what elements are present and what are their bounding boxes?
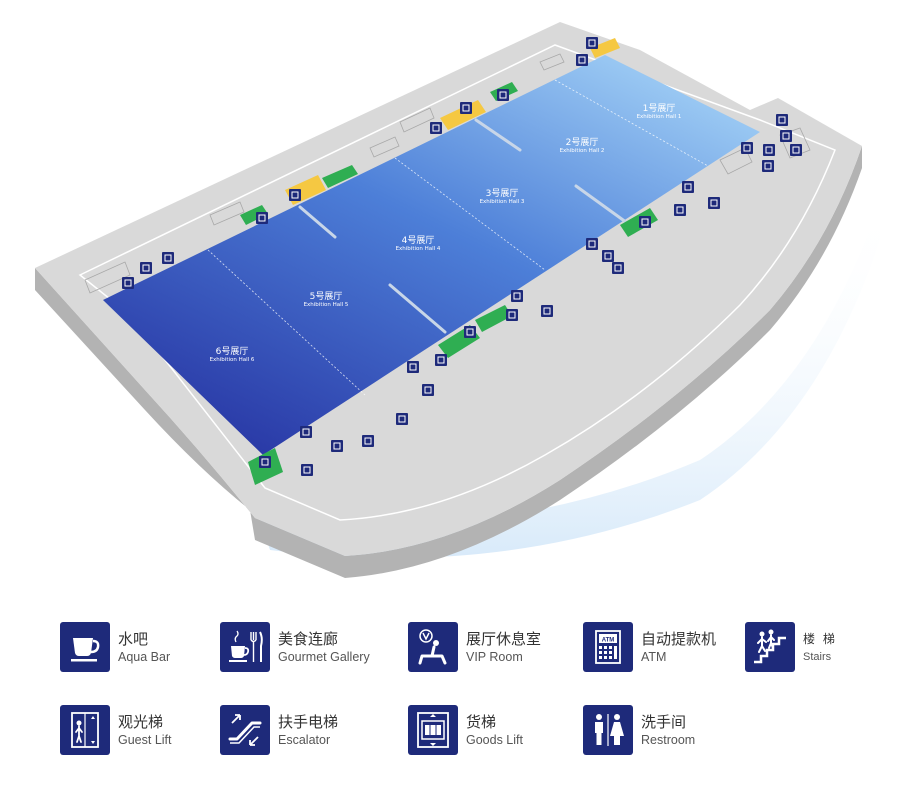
svg-text:Exhibition Hall 3: Exhibition Hall 3 — [480, 199, 525, 205]
guest-lift-icon — [60, 705, 110, 755]
map-icon-goods-lift — [611, 261, 625, 275]
svg-text:3号展厅: 3号展厅 — [486, 188, 519, 199]
legend-item-atm: ATM 自动提款机 ATM — [583, 622, 716, 672]
map-icon-guest-lift — [121, 276, 135, 290]
map-icon-goods-lift — [707, 196, 721, 210]
legend-item-goods-lift: 货梯 Goods Lift — [408, 705, 523, 755]
legend-item-escalator: 扶手电梯 Escalator — [220, 705, 338, 755]
atm-icon: ATM — [583, 622, 633, 672]
svg-text:4号展厅: 4号展厅 — [402, 235, 435, 246]
map-icon-vip — [601, 249, 615, 263]
hall-dividers — [207, 79, 709, 396]
restroom-icon — [583, 705, 633, 755]
map-icon-escalator — [299, 425, 313, 439]
stairs-icon — [745, 622, 795, 672]
svg-text:5号展厅: 5号展厅 — [310, 291, 343, 302]
map-icon-vip — [779, 129, 793, 143]
legend-cn-label: 美食连廊 — [278, 629, 339, 648]
map-icon-restroom — [258, 455, 272, 469]
map-icon-guest-lift — [761, 159, 775, 173]
legend-cn-label: 自动提款机 — [641, 629, 717, 648]
map-icon-restroom — [496, 88, 510, 102]
map-icon-restroom — [255, 211, 269, 225]
cup-icon — [60, 622, 110, 672]
map-icon-guest-lift — [429, 121, 443, 135]
svg-text:2号展厅: 2号展厅 — [566, 137, 599, 148]
map-icon-gourmet — [288, 188, 302, 202]
svg-text:Exhibition Hall 6: Exhibition Hall 6 — [210, 357, 255, 363]
map-icon-vip — [434, 353, 448, 367]
svg-text:ATM: ATM — [602, 638, 615, 644]
map-icon-guest-lift — [330, 439, 344, 453]
map-icon-goods-lift — [775, 113, 789, 127]
exhibition-halls — [103, 55, 760, 455]
legend-item-restroom: 洗手间 Restroom — [583, 705, 695, 755]
map-icon-goods-lift — [361, 434, 375, 448]
legend-cn-label: 扶手电梯 — [278, 712, 339, 731]
hall-label-6: 6号展厅 Exhibition Hall 6 — [210, 346, 255, 363]
legend-en-label: Goods Lift — [466, 732, 523, 747]
svg-text:Exhibition Hall 1: Exhibition Hall 1 — [637, 114, 682, 120]
legend-cn-label: 货梯 — [466, 712, 497, 731]
legend-en-label: VIP Room — [466, 649, 523, 664]
hall-label-1: 1号展厅 Exhibition Hall 1 — [637, 103, 682, 120]
legend-cn-label: 观光梯 — [118, 712, 164, 731]
map-legend: 水吧 Aqua Bar 美食连廊 Gourmet Gallery — [0, 610, 900, 808]
hall-label-3: 3号展厅 Exhibition Hall 3 — [480, 188, 525, 205]
hall-label-2: 2号展厅 Exhibition Hall 2 — [560, 137, 605, 154]
fork-knife-cup-icon — [220, 622, 270, 672]
legend-en-label: Escalator — [278, 732, 331, 747]
legend-item-gourmet-gallery: 美食连廊 Gourmet Gallery — [220, 622, 370, 672]
map-icon-aqua-bar — [139, 261, 153, 275]
legend-en-label: Restroom — [641, 732, 696, 747]
legend-item-aqua-bar: 水吧 Aqua Bar — [60, 622, 170, 672]
map-icon-restroom — [762, 143, 776, 157]
map-icon-restroom — [575, 53, 589, 67]
vip-seat-icon — [408, 622, 458, 672]
map-icon-aqua-bar — [673, 203, 687, 217]
map-icon-aqua-bar — [505, 308, 519, 322]
map-icon-escalator — [406, 360, 420, 374]
svg-text:Exhibition Hall 5: Exhibition Hall 5 — [304, 302, 349, 308]
hall-label-5: 5号展厅 Exhibition Hall 5 — [304, 291, 349, 308]
legend-cn-label: 展厅休息室 — [466, 629, 542, 648]
legend-en-label: ATM — [641, 649, 667, 664]
legend-item-vip-room: 展厅休息室 VIP Room — [408, 622, 541, 672]
map-icon-restroom — [463, 325, 477, 339]
floor-map: 1号展厅 Exhibition Hall 1 2号展厅 Exhibition H… — [35, 22, 880, 578]
walkway-outline — [78, 44, 836, 521]
map-icon-gourmet — [459, 101, 473, 115]
goods-lift-icon — [408, 705, 458, 755]
map-icon-goods-lift — [540, 304, 554, 318]
hall-partitions — [298, 118, 632, 334]
svg-text:6号展厅: 6号展厅 — [216, 346, 249, 357]
svg-text:Exhibition Hall 2: Exhibition Hall 2 — [560, 148, 605, 154]
map-icon-gourmet — [585, 36, 599, 50]
legend-en-label: Aqua Bar — [118, 649, 171, 664]
legend-item-stairs: 楼 梯 Stairs — [745, 622, 837, 672]
map-icon-restroom — [638, 215, 652, 229]
map-icon-escalator — [585, 237, 599, 251]
map-icon-guest-lift — [421, 383, 435, 397]
svg-text:Exhibition Hall 4: Exhibition Hall 4 — [396, 246, 441, 252]
escalator-icon — [220, 705, 270, 755]
map-glow — [260, 200, 880, 559]
map-icon-escalator — [395, 412, 409, 426]
map-icon-restroom — [161, 251, 175, 265]
legend-en-label: Gourmet Gallery — [278, 649, 370, 664]
map-icon-escalator — [510, 289, 524, 303]
svg-text:1号展厅: 1号展厅 — [643, 103, 676, 114]
legend-en-label: Stairs — [803, 650, 832, 663]
legend-cn-label: 水吧 — [118, 629, 149, 648]
legend-cn-label: 楼 梯 — [803, 631, 837, 646]
hall-label-4: 4号展厅 Exhibition Hall 4 — [396, 235, 441, 252]
legend-item-guest-lift: 观光梯 Guest Lift — [60, 705, 172, 755]
legend-cn-label: 洗手间 — [641, 712, 687, 731]
legend-en-label: Guest Lift — [118, 732, 172, 747]
room-outlines — [84, 53, 811, 294]
map-icon-atm — [300, 463, 314, 477]
map-icon-atm — [789, 143, 803, 157]
map-icon-escalator — [681, 180, 695, 194]
map-icon-escalator — [740, 141, 754, 155]
